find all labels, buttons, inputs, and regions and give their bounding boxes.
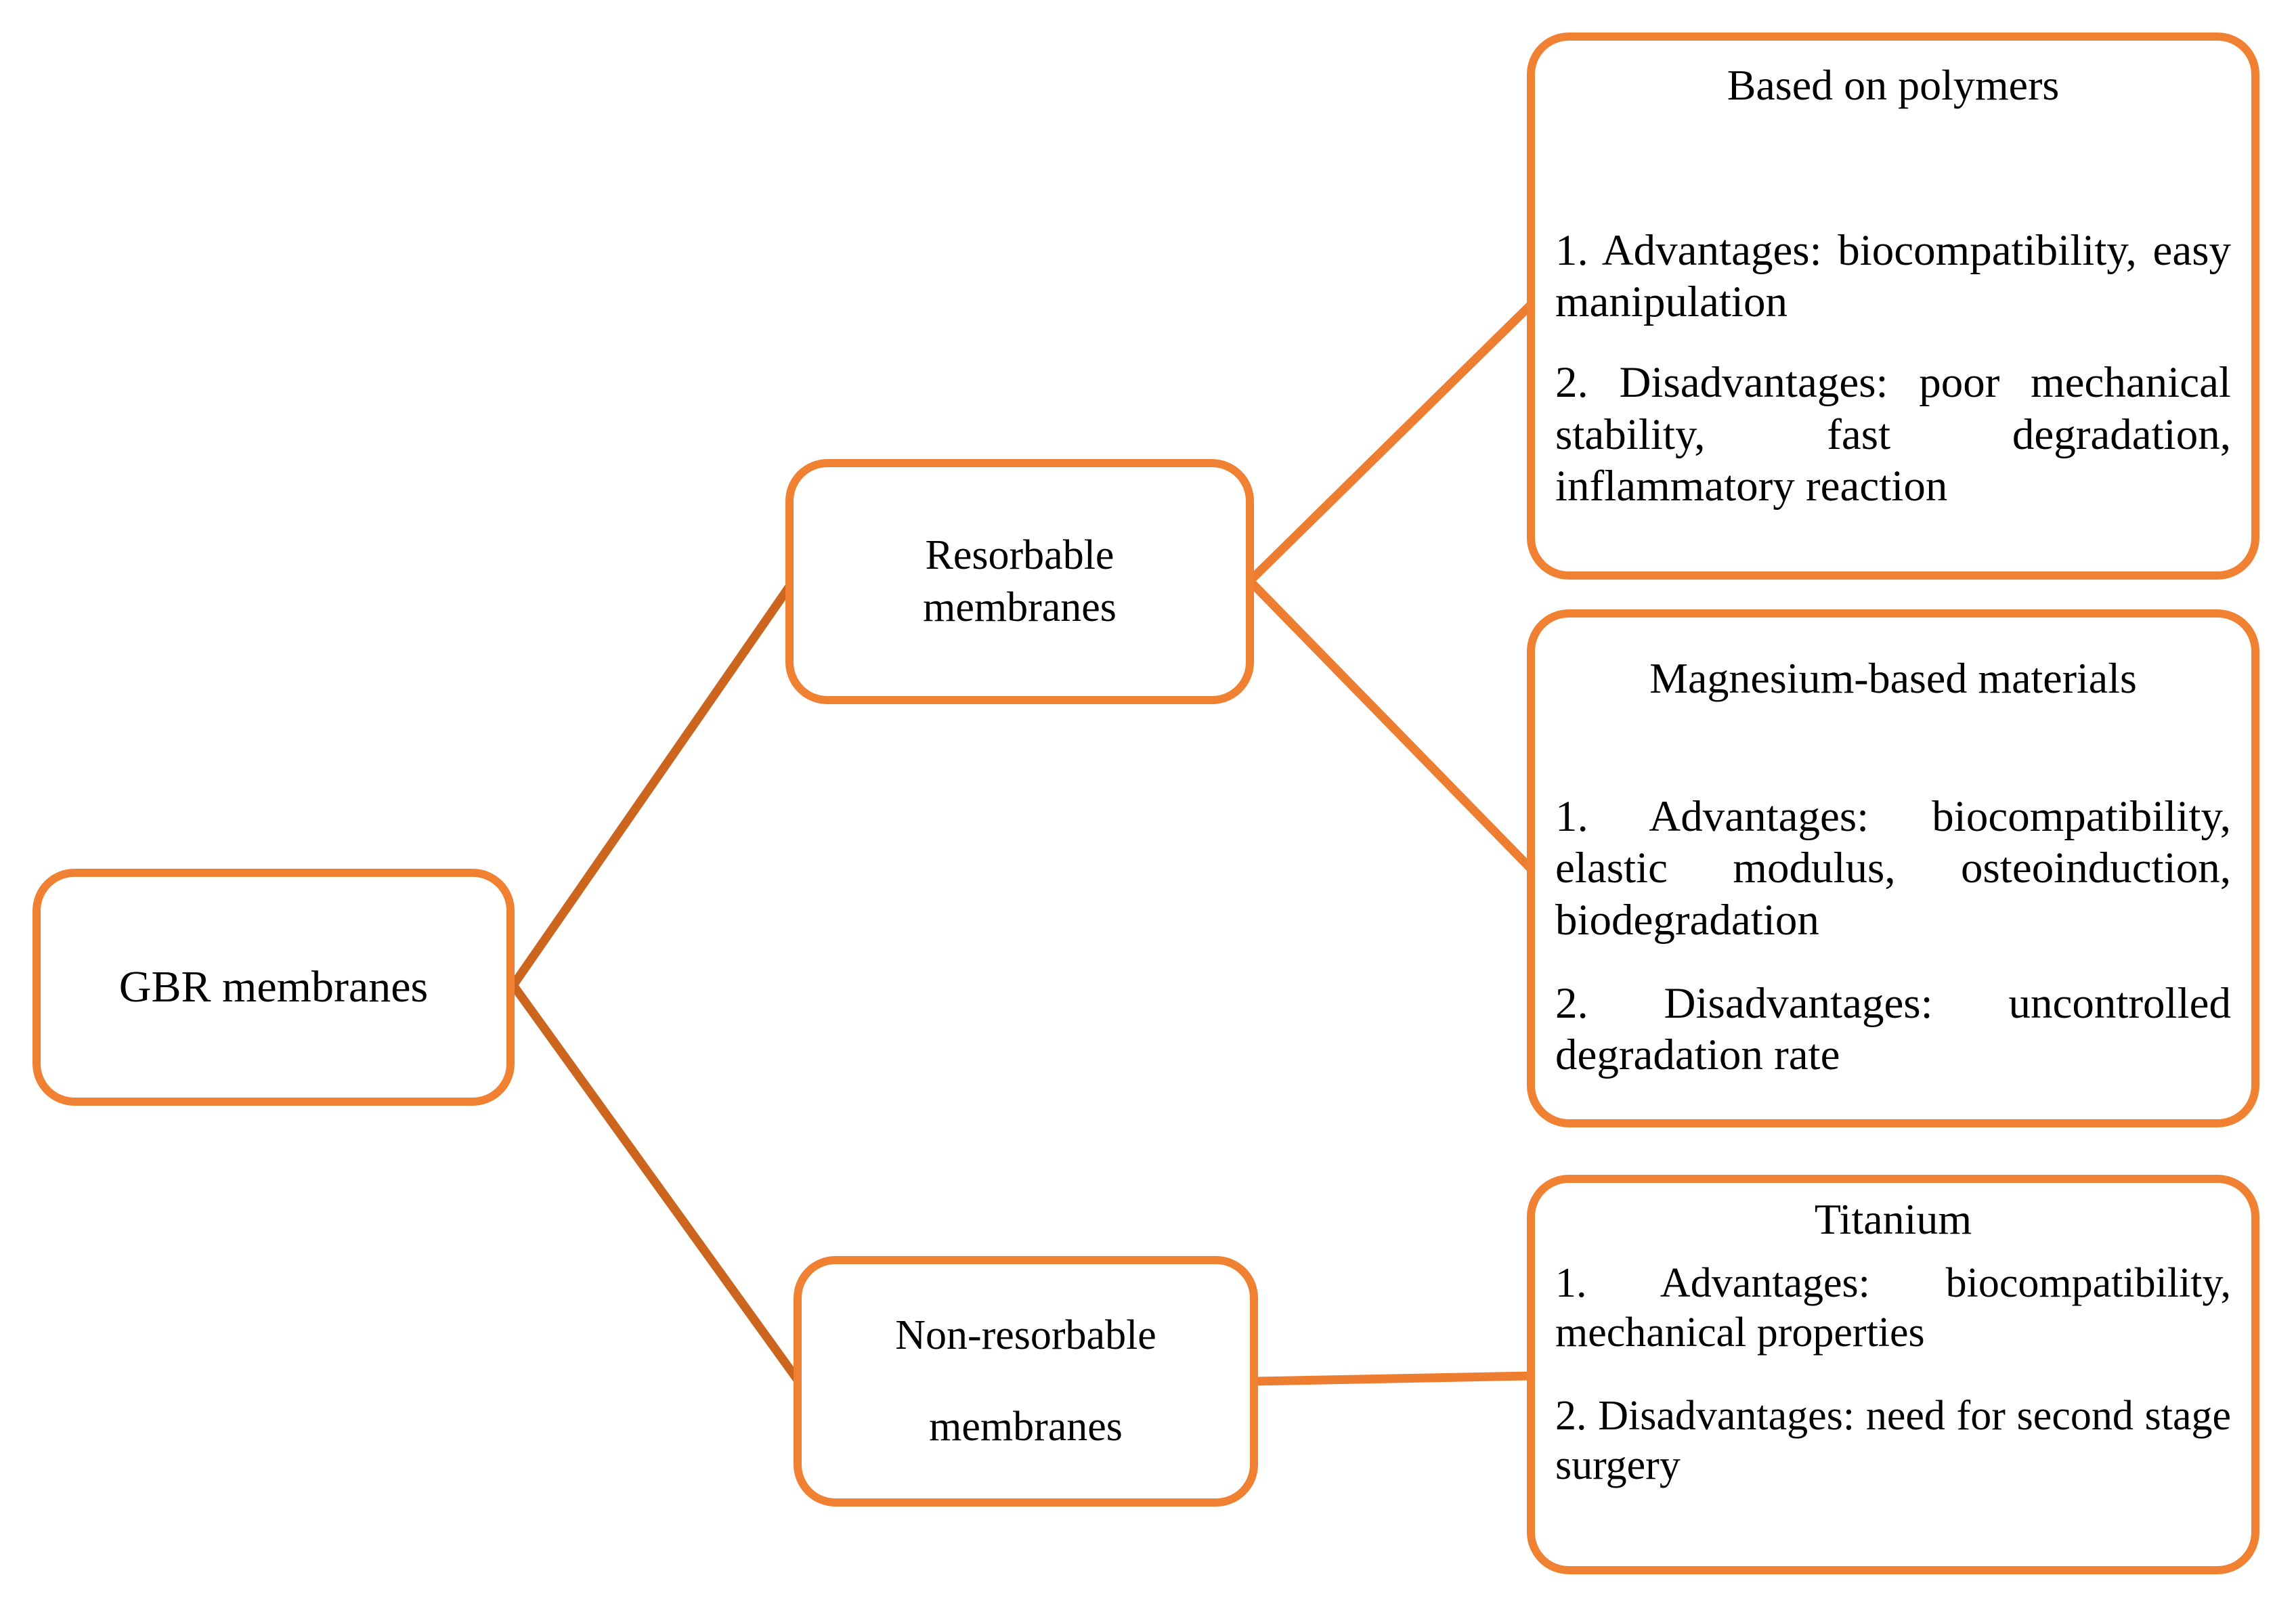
connector-gbr-to-resorbable [509, 584, 794, 988]
titanium-title: Titanium [1814, 1195, 1972, 1243]
node-gbr-membranes-label: GBR membranes [118, 961, 429, 1012]
node-based-on-polymers: Based on polymers 1. Advantages: biocomp… [1527, 33, 2259, 580]
magnesium-title: Magnesium-based materials [1649, 654, 2137, 702]
polymers-disadvantages: 2. Disadvantages: poor mechanical stabil… [1555, 358, 2231, 511]
node-non-resorbable-label-line1: Non-resorbable [895, 1312, 1156, 1358]
node-resorbable-label-line1: Resorbable [925, 532, 1114, 578]
connector-resorbable-to-polymers [1247, 301, 1534, 584]
node-resorbable-label-line2: membranes [923, 584, 1117, 630]
node-magnesium-based-materials: Magnesium-based materials 1. Advantages:… [1527, 609, 2259, 1127]
connector-gbr-to-nonresorbable [509, 982, 802, 1383]
node-titanium: Titanium 1. Advantages: biocompatibility… [1527, 1175, 2259, 1574]
connector-nonresorbable-to-titanium [1253, 1371, 1532, 1386]
polymers-title: Based on polymers [1727, 61, 2060, 109]
titanium-disadvantages: 2. Disadvantages: need for second stage … [1555, 1392, 2231, 1488]
polymers-advantages: 1. Advantages: biocompatibility, easy ma… [1555, 225, 2231, 327]
titanium-advantages: 1. Advantages: biocompatibility, mechani… [1555, 1259, 2231, 1356]
connector-resorbable-to-magnesium [1247, 578, 1534, 872]
node-gbr-membranes: GBR membranes [33, 869, 515, 1106]
node-non-resorbable-label-line2: membranes [929, 1404, 1123, 1450]
node-resorbable-membranes: Resorbable membranes [785, 459, 1254, 704]
magnesium-advantages: 1. Advantages: biocompatibility, elastic… [1555, 792, 2231, 945]
node-non-resorbable-membranes: Non-resorbable membranes [794, 1256, 1258, 1507]
magnesium-disadvantages: 2. Disadvantages: uncontrolled degradati… [1555, 978, 2231, 1080]
